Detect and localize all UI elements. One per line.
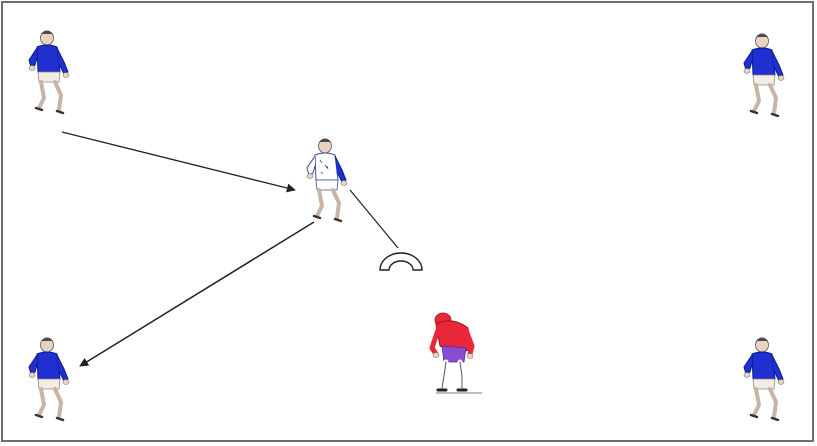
attacker-bottom-right-icon — [744, 338, 784, 421]
attacker-top-left-icon — [29, 31, 69, 114]
attacker-top-right-icon — [744, 34, 784, 117]
defender-crouching-icon — [432, 313, 482, 393]
pass-arrow-in — [62, 132, 295, 190]
pass-arrow-out — [80, 222, 314, 366]
cone-marker-icon — [380, 253, 422, 270]
ball-carrier-icon — [307, 139, 347, 222]
attacker-bottom-left-icon — [29, 338, 69, 421]
run-line — [350, 190, 398, 248]
